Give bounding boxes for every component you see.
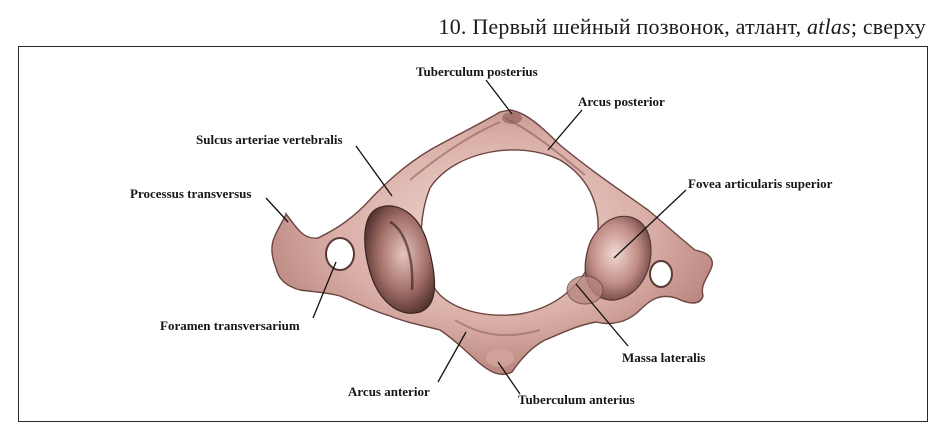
leader-massa-lateralis <box>575 283 629 347</box>
label-processus-transversus: Processus transversus <box>130 186 251 201</box>
label-massa-lateralis: Massa lateralis <box>622 350 705 365</box>
label-tuberculum-anterius: Tuberculum anterius <box>518 392 635 407</box>
leader-foramen-transversarium <box>312 261 337 319</box>
leader-tuberculum-posterius <box>485 79 513 115</box>
label-arcus-posterior: Arcus posterior <box>578 94 665 109</box>
left-superior-facet <box>364 205 436 314</box>
leader-sulcus-arteriae-vertebralis <box>355 145 393 197</box>
label-tuberculum-posterius: Tuberculum posterius <box>416 64 538 79</box>
label-fovea-articularis-superior: Fovea articularis superior <box>688 176 833 191</box>
title-suffix: ; сверху <box>850 14 926 39</box>
right-foramen-transversarium <box>649 260 673 288</box>
leader-tuberculum-anterius <box>497 361 521 395</box>
leader-processus-transversus <box>265 197 289 223</box>
figure-frame <box>18 46 928 422</box>
right-superior-facet <box>584 215 652 301</box>
title-latin: atlas <box>807 14 851 39</box>
title-prefix: 10. Первый шейный позвонок, атлант, <box>438 14 808 39</box>
label-arcus-anterior: Arcus anterior <box>348 384 430 399</box>
leader-fovea-articularis-superior <box>613 189 687 259</box>
leader-arcus-anterior <box>437 331 467 383</box>
label-sulcus-arteriae-vertebralis: Sulcus arteriae vertebralis <box>196 132 343 147</box>
leader-arcus-posterior <box>547 109 583 151</box>
label-foramen-transversarium: Foramen transversarium <box>160 318 300 333</box>
figure-title: 10. Первый шейный позвонок, атлант, atla… <box>439 14 926 40</box>
left-foramen-transversarium <box>325 237 355 271</box>
